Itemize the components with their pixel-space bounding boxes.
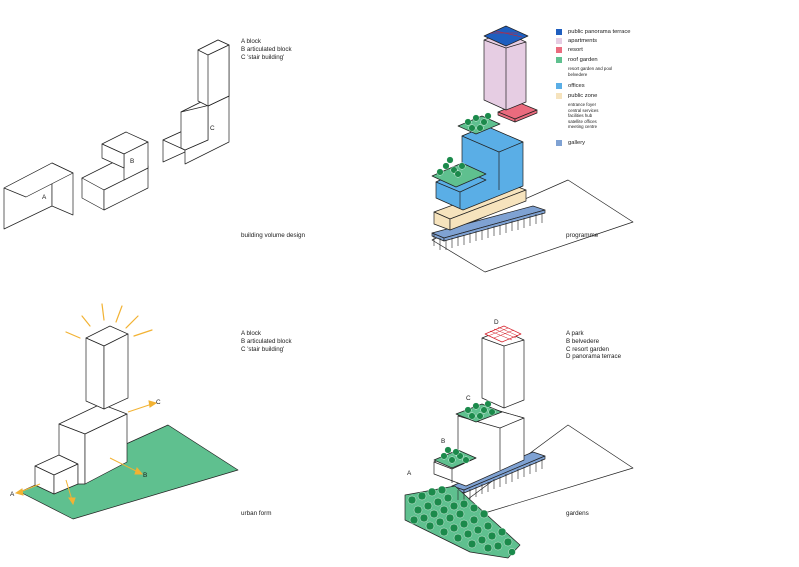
gardens-legend: A park B belvedere C resort garden D pan… (566, 330, 621, 361)
swatch-roof-garden (556, 57, 562, 63)
gardens-line-d: D panorama terrace (566, 353, 622, 361)
label-c-gardens: C (466, 395, 471, 402)
label-a-volume: A (42, 194, 47, 201)
caption-urban: urban form (241, 510, 272, 517)
swatch-gallery (556, 140, 562, 146)
trees-gardens-platforms (440, 400, 496, 464)
volume-line-c: C 'stair building' (241, 53, 285, 61)
urban-block-b (58, 403, 128, 485)
volume-line-a: A block (241, 38, 261, 45)
colonnade-legs-programme (433, 213, 543, 250)
swatch-offices (556, 83, 562, 89)
block-c-stair (162, 39, 230, 165)
urban-line-c: C 'stair building' (241, 345, 285, 353)
swatch-terrace (556, 29, 562, 35)
legend-gallery: gallery (568, 140, 586, 146)
swatch-resort (556, 47, 562, 53)
label-b-urban: B (143, 472, 148, 479)
gallery-colonnade (431, 205, 546, 242)
block-b-articulated (81, 131, 149, 211)
direction-arrows (14, 400, 158, 506)
legend-public-zone: public zone (568, 93, 598, 99)
urban-legend: A block B articulated block C 'stair bui… (241, 330, 292, 353)
sun-rays (65, 303, 153, 339)
gardens-line-a: A park (566, 330, 584, 337)
urban-line-a: A block (241, 330, 261, 337)
label-d-gardens: D (494, 319, 499, 326)
label-a-urban: A (10, 491, 15, 498)
legend-apartments: apartments (568, 38, 597, 44)
gardens-tower (481, 329, 525, 409)
gardens-line-c: C resort garden (566, 345, 609, 353)
label-a-gardens: A (407, 470, 412, 477)
colonnade-legs-gardens (457, 459, 543, 502)
swatch-apartments (556, 38, 562, 44)
legend-terrace: public panorama terrace (568, 29, 631, 35)
legend-resort: resort (568, 47, 583, 53)
urban-block-a (34, 454, 79, 495)
legend-roof-garden-detail: resort garden and pool belvedere (568, 66, 613, 77)
resort-volume (497, 102, 538, 123)
swatch-public-zone (556, 93, 562, 99)
caption-volume: building volume design (241, 232, 306, 239)
urban-line-b: B articulated block (241, 337, 292, 345)
volume-legend: A block B articulated block C 'stair bui… (241, 38, 292, 61)
label-b-volume: B (130, 158, 135, 165)
gardens-line-b: B belvedere (566, 337, 600, 345)
volume-line-b: B articulated block (241, 45, 292, 53)
apartments-tower (483, 31, 527, 111)
label-b-gardens: B (441, 438, 446, 445)
trees-programme (436, 112, 492, 178)
legend-public-zone-detail: entrance foyer central services faciliti… (568, 102, 599, 129)
caption-gardens: gardens (566, 510, 589, 517)
legend-roof-garden: roof garden (568, 57, 598, 63)
block-a (3, 162, 74, 230)
caption-programme: programme (566, 232, 599, 239)
trees-park (407, 485, 516, 556)
panorama-terrace (483, 25, 529, 47)
label-c-urban: C (156, 399, 161, 406)
label-c-volume: C (210, 125, 215, 132)
urban-block-c (85, 325, 129, 410)
legend-offices: offices (568, 83, 585, 89)
